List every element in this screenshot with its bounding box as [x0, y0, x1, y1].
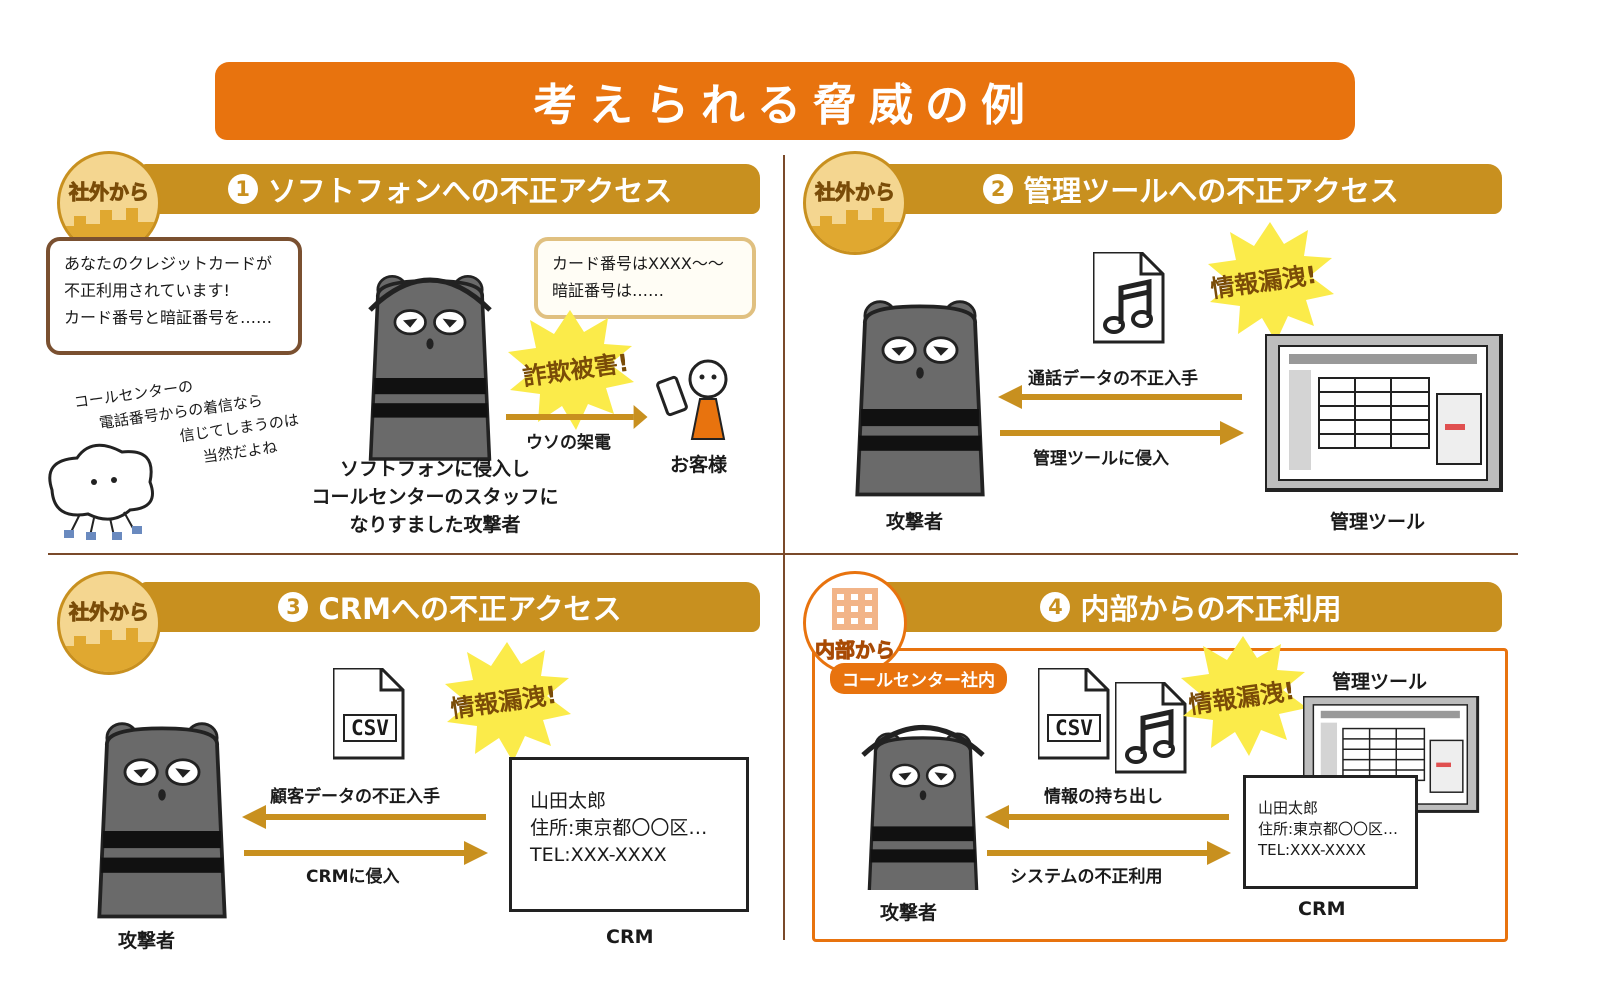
attacker-caption: ソフトフォンに侵入し コールセンターのスタッフに なりすました攻撃者: [290, 455, 580, 539]
crm-record-card: 山田太郎 住所:東京都〇〇区… TEL:XXX-XXXX: [1243, 775, 1418, 889]
bubble-line: 不正利用されています!: [64, 281, 230, 300]
customer-data-theft-label: 顧客データの不正入手: [270, 787, 440, 807]
csv-label: CSV: [343, 714, 397, 742]
title-banner: 考えられる脅威の例: [215, 62, 1355, 140]
audio-file-icon: [1093, 252, 1165, 344]
page-title: 考えられる脅威の例: [533, 80, 1037, 131]
caption-line: ソフトフォンに侵入し: [339, 458, 530, 480]
bubble-line: あなたのクレジットカードが: [64, 254, 273, 273]
badge-label: 社外から: [69, 600, 150, 625]
call-data-theft-label: 通話データの不正入手: [1028, 369, 1198, 389]
caption-line: なりすました攻撃者: [349, 514, 521, 536]
panel-2-number: 2: [983, 174, 1014, 204]
panel-3-number: 3: [278, 592, 309, 622]
tool-intrusion-label: 管理ツールに侵入: [1033, 449, 1169, 469]
location-tag: コールセンター社内: [830, 663, 1007, 694]
horizontal-divider: [48, 553, 1518, 555]
info-exfiltration-label: 情報の持ち出し: [1044, 787, 1163, 807]
fake-call-label: ウソの架電: [526, 433, 611, 453]
badge-label: 社外から: [69, 180, 150, 205]
arrow-left-icon: [998, 385, 1242, 409]
card-line: 山田太郎: [530, 790, 607, 812]
outside-badge-2: 社外から: [803, 151, 907, 255]
crm-label: CRM: [1298, 898, 1346, 920]
arrow-right-icon: [1000, 421, 1244, 445]
arrow-left-icon: [242, 805, 486, 829]
panel-4-number: 4: [1040, 592, 1071, 622]
caption-line: コールセンターのスタッフに: [311, 486, 559, 508]
vertical-divider: [783, 155, 785, 940]
panel-1-header: 1 ソフトフォンへの不正アクセス: [140, 164, 760, 214]
attacker-label: 攻撃者: [886, 511, 944, 533]
bubble-line: カード番号と暗証番号を……: [64, 308, 273, 327]
panel-2-header: 2 管理ツールへの不正アクセス: [880, 164, 1502, 214]
panel-3-header: 3 CRMへの不正アクセス: [140, 582, 760, 632]
attacker-label: 攻撃者: [118, 930, 176, 952]
customer-label: お客様: [670, 454, 728, 476]
bubble-line: 暗証番号は……: [552, 281, 665, 300]
customer-reply-bubble: カード番号はXXXX〜〜 暗証番号は……: [534, 237, 756, 319]
crm-intrusion-label: CRMに侵入: [306, 867, 400, 887]
panel-2-heading: 管理ツールへの不正アクセス: [1023, 174, 1399, 208]
csv-label: CSV: [1047, 714, 1101, 742]
management-tool-label: 管理ツール: [1330, 511, 1426, 533]
customer-person-icon: [656, 359, 728, 440]
crm-label: CRM: [606, 926, 654, 948]
bubble-line: カード番号はXXXX〜〜: [552, 254, 724, 273]
card-line: 住所:東京都〇〇区…: [530, 817, 708, 839]
scam-call-bubble: あなたのクレジットカードが 不正利用されています! カード番号と暗証番号を……: [46, 237, 302, 355]
management-tool-label: 管理ツール: [1332, 671, 1428, 693]
panel-1-number: 1: [227, 174, 258, 204]
inside-badge: 内部から: [803, 571, 907, 675]
crm-record-card: 山田太郎 住所:東京都〇〇区… TEL:XXX-XXXX: [509, 757, 749, 912]
city-skyline-icon: [60, 628, 158, 672]
badge-label: 内部から: [815, 638, 896, 663]
panel-3-heading: CRMへの不正アクセス: [318, 592, 622, 626]
card-line: 住所:東京都〇〇区…: [1258, 820, 1399, 838]
card-line: TEL:XXX-XXXX: [1258, 841, 1366, 859]
attacker-bear: [97, 721, 227, 919]
panel-4-heading: 内部からの不正利用: [1080, 592, 1342, 626]
attacker-bear-with-headset: [368, 274, 492, 461]
card-line: TEL:XXX-XXXX: [530, 844, 667, 866]
office-building-icon: [832, 588, 878, 630]
attacker-bear: [855, 299, 985, 497]
system-misuse-label: システムの不正利用: [1010, 867, 1163, 887]
headset-icon: [861, 725, 985, 757]
card-line: 山田太郎: [1258, 799, 1319, 817]
arrow-left-icon: [985, 805, 1229, 829]
cloud-mascot-icon: [48, 443, 154, 540]
panel-4-header: 4 内部からの不正利用: [880, 582, 1502, 632]
management-tool-window: [1265, 334, 1503, 492]
internal-frame: [812, 648, 1508, 942]
outside-badge-3: 社外から: [57, 571, 161, 675]
city-skyline-icon: [806, 208, 904, 252]
headset-icon: [368, 277, 492, 312]
panel-1-heading: ソフトフォンへの不正アクセス: [267, 174, 673, 208]
insider-bear-with-headset: [861, 725, 985, 890]
attacker-label: 攻撃者: [880, 902, 938, 924]
badge-label: 社外から: [815, 180, 896, 205]
